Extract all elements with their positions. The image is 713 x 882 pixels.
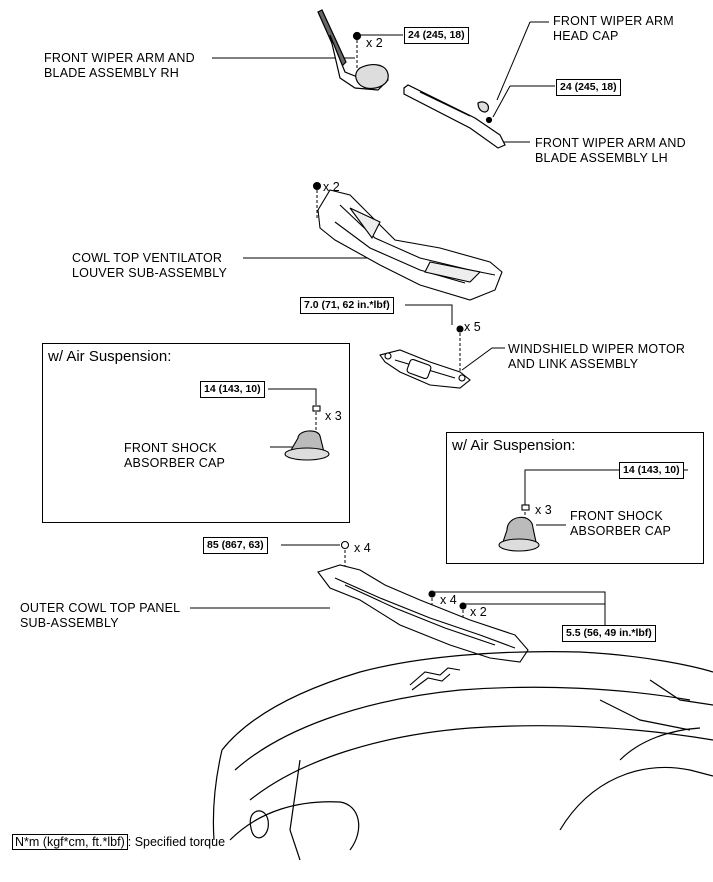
qty-outer-cowl-nut: x 4	[354, 541, 371, 555]
harness-drawing	[409, 667, 461, 691]
label-shock-cap-left: FRONT SHOCK ABSORBER CAP	[124, 441, 225, 471]
torque-legend: N*m (kgf*cm, ft.*lbf): Specified torque	[12, 834, 226, 850]
cowl-louver-drawing	[312, 181, 503, 301]
label-head-cap-line1: FRONT WIPER ARM	[553, 14, 674, 28]
label-wiper-motor-line1: WINDSHIELD WIPER MOTOR	[508, 342, 686, 356]
qty-shock-left: x 3	[325, 409, 342, 423]
torque-outer-cowl-nut: 85 (867, 63)	[203, 537, 268, 554]
inset-air-suspension-left	[42, 343, 350, 523]
outer-cowl-drawing	[317, 540, 529, 663]
label-cowl-louver-line1: COWL TOP VENTILATOR	[72, 251, 223, 265]
label-wiper-rh: FRONT WIPER ARM AND BLADE ASSEMBLY RH	[44, 51, 195, 81]
label-head-cap: FRONT WIPER ARM HEAD CAP	[553, 14, 674, 44]
label-cowl-louver: COWL TOP VENTILATOR LOUVER SUB-ASSEMBLY	[72, 251, 227, 281]
label-shock-cap-left-line2: ABSORBER CAP	[124, 456, 226, 470]
label-wiper-motor: WINDSHIELD WIPER MOTOR AND LINK ASSEMBLY	[508, 342, 685, 372]
wiper-arm-rh-drawing	[317, 9, 389, 91]
label-wiper-rh-line1: FRONT WIPER ARM AND	[44, 51, 195, 65]
inset-air-suspension-right	[446, 432, 704, 564]
label-outer-cowl: OUTER COWL TOP PANEL SUB-ASSEMBLY	[20, 601, 180, 631]
label-wiper-lh-line1: FRONT WIPER ARM AND	[535, 136, 686, 150]
qty-motor: x 5	[464, 320, 481, 334]
label-head-cap-line2: HEAD CAP	[553, 29, 619, 43]
label-wiper-rh-line2: BLADE ASSEMBLY RH	[44, 66, 179, 80]
torque-shock-right: 14 (143, 10)	[619, 462, 684, 479]
shock-cap-left-drawing	[284, 405, 330, 461]
label-shock-cap-right-line1: FRONT SHOCK	[570, 509, 663, 523]
label-shock-cap-left-line1: FRONT SHOCK	[124, 441, 217, 455]
wiper-motor-drawing	[379, 325, 471, 389]
torque-shock-left: 14 (143, 10)	[200, 381, 265, 398]
inset-left-title: w/ Air Suspension:	[48, 348, 172, 365]
label-wiper-lh-line2: BLADE ASSEMBLY LH	[535, 151, 668, 165]
label-shock-cap-right-line2: ABSORBER CAP	[570, 524, 672, 538]
label-wiper-lh: FRONT WIPER ARM AND BLADE ASSEMBLY LH	[535, 136, 686, 166]
legend-text: : Specified torque	[127, 835, 226, 849]
label-cowl-louver-line2: LOUVER SUB-ASSEMBLY	[72, 266, 228, 280]
torque-motor: 7.0 (71, 62 in.*lbf)	[300, 297, 394, 314]
leader-lines	[190, 21, 688, 625]
qty-outer-cowl-bolt: x 4	[440, 593, 457, 607]
torque-outer-cowl-bolt: 5.5 (56, 49 in.*lbf)	[562, 625, 656, 642]
torque-wiper-rh: 24 (245, 18)	[404, 27, 469, 44]
label-outer-cowl-line1: OUTER COWL TOP PANEL	[20, 601, 181, 615]
wiper-arm-lh-drawing	[403, 84, 506, 149]
torque-wiper-lh: 24 (245, 18)	[556, 79, 621, 96]
shock-cap-right-drawing	[498, 504, 540, 552]
label-wiper-motor-line2: AND LINK ASSEMBLY	[508, 357, 639, 371]
qty-wiper-rh: x 2	[366, 36, 383, 50]
qty-outer-cowl-bolt2: x 2	[470, 605, 487, 619]
qty-shock-right: x 3	[535, 503, 552, 517]
qty-cowl-clip: x 2	[323, 180, 340, 194]
legend-unit-box: N*m (kgf*cm, ft.*lbf)	[12, 834, 128, 850]
label-outer-cowl-line2: SUB-ASSEMBLY	[20, 616, 119, 630]
vehicle-outline	[212, 651, 713, 861]
inset-right-title: w/ Air Suspension:	[452, 437, 576, 454]
label-shock-cap-right: FRONT SHOCK ABSORBER CAP	[570, 509, 671, 539]
